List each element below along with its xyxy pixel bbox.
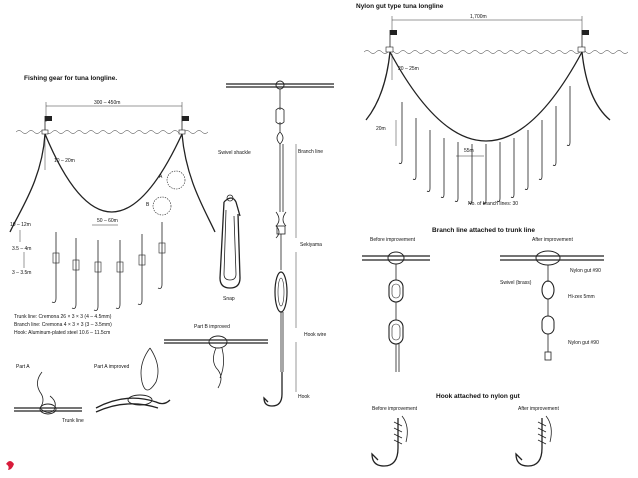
- part-a-improved-knot-icon: [95, 347, 171, 413]
- snap-clip-icon: [219, 194, 241, 289]
- right-trunk-line: [365, 51, 611, 142]
- swivel-brass-label: Swivel (brass): [500, 280, 532, 286]
- spec-hook: Hook: Aluminum-plated steel 10.6 – 11.5c…: [14, 330, 110, 336]
- left-float-depth-label: 10 – 20m: [54, 158, 75, 164]
- hook-wire-icon: [274, 234, 288, 372]
- before-hook-icon: [371, 415, 408, 467]
- trunk-line-label: Trunk line: [62, 418, 84, 424]
- right-left-float-flag-icon: [385, 30, 397, 53]
- spacing-label: 55m: [464, 148, 474, 154]
- hook-attach-title: Hook attached to nylon gut: [436, 393, 521, 400]
- logo-icon: [6, 461, 14, 470]
- after-improvement-label: After improvement: [532, 237, 573, 243]
- marker-b-label: B: [146, 202, 150, 208]
- part-a-improved-label: Part A improved: [94, 364, 130, 370]
- right-float-flag-icon: [178, 116, 189, 135]
- after-attachment-icon: [500, 250, 604, 361]
- right-sea-surface: [363, 50, 629, 54]
- branch-line-label: Branch line: [298, 149, 323, 155]
- after-improvement-label-2: After improvement: [518, 406, 559, 412]
- segment-label: 50 – 60m: [97, 218, 118, 224]
- right-span-label: 1,700m: [470, 14, 487, 20]
- left-trunk-line: [9, 133, 216, 233]
- nylon-gut-90-label-a: Nylon gut #90: [570, 268, 601, 274]
- marker-a-label: A: [159, 174, 163, 180]
- middle-branch-assembly: Swivel shackle Branch line Sekiyama Snap…: [218, 80, 334, 407]
- right-right-float-flag-icon: [577, 30, 589, 53]
- nylon-gut-90-label-b: Nylon gut #90: [568, 340, 599, 346]
- left-branch-lines: [51, 222, 166, 311]
- before-improvement-label: Before improvement: [370, 237, 416, 243]
- left-float-flag-icon: [41, 116, 52, 135]
- branch-count-label: No. of branch lines: 30: [468, 201, 518, 207]
- right-branch-lines: [398, 86, 571, 204]
- part-a-label: Part A: [16, 364, 30, 370]
- marker-b-circle: [152, 196, 172, 216]
- hook-icon: [263, 372, 283, 407]
- right-nylon-diagram: Nylon gut type tuna longline 1,700m 20 –…: [356, 3, 629, 467]
- spec-trunk-line: Trunk line: Cremona 26 × 3 × 3 (4 – 4.5m…: [14, 314, 112, 320]
- left-title: Fishing gear for tuna longline.: [24, 75, 117, 82]
- part-a-knot-icon: [14, 371, 82, 415]
- before-improvement-label-2: Before improvement: [372, 406, 418, 412]
- after-hook-icon: [515, 415, 552, 467]
- swivel-shackle-icon: [275, 89, 285, 145]
- depth-label-1: 3.5 – 4m: [12, 246, 31, 252]
- right-float-depth-label: 20 – 25m: [398, 66, 419, 72]
- depth-label-2: 3 – 3.5m: [12, 270, 31, 276]
- marker-a-circle: [166, 170, 186, 190]
- spec-branch-line: Branch line: Cremona 4 × 3 × 3 (3 – 3.5m…: [14, 322, 112, 328]
- part-b-improved-label: Part B improved: [194, 324, 230, 330]
- snap-label: Snap: [223, 296, 235, 302]
- sekiyama-label: Sekiyama: [300, 242, 322, 248]
- left-gear-diagram: Fishing gear for tuna longline. 300 – 45…: [9, 75, 268, 424]
- right-title: Nylon gut type tuna longline: [356, 3, 444, 10]
- branch-attach-title: Branch line attached to trunk line: [432, 227, 535, 234]
- part-b-improved-knot-icon: [164, 335, 268, 389]
- swivel-shackle-label: Swivel shackle: [218, 150, 251, 156]
- branch-depth-label: 20m: [376, 126, 386, 132]
- left-span-label: 300 – 450m: [94, 100, 120, 106]
- branch-length-label: 10 – 12m: [10, 222, 31, 228]
- hook-label: Hook: [298, 394, 310, 400]
- before-attachment-icon: [362, 251, 430, 372]
- hook-wire-label: Hook wire: [304, 332, 326, 338]
- hi-zex-label: Hi-zex 5mm: [568, 294, 595, 300]
